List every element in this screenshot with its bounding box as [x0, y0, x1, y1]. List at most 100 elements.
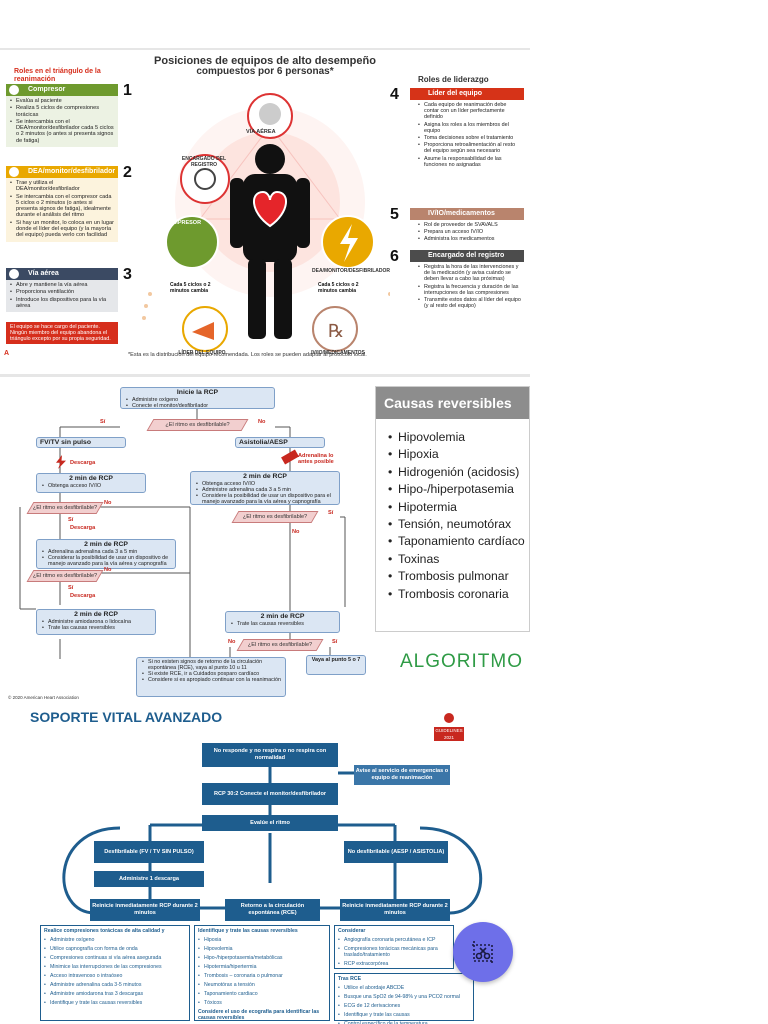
- sva-item: Tóxicos: [198, 1000, 326, 1007]
- causes-box: Causas reversibles HipovolemiaHipoxiaHid…: [375, 386, 530, 632]
- causes-title: Causas reversibles: [376, 387, 529, 419]
- final-item: Si no existen signos de retorno de la ci…: [142, 659, 282, 671]
- sva-list-4: Tras RCE Utilice el abordaje ABCDEBusque…: [334, 973, 474, 1024]
- q4-text: ¿El ritmo es desfibrilable?: [32, 573, 98, 579]
- panel1-title: Posiciones de equipos de alto desempeño: [154, 55, 376, 67]
- copyright: © 2020 American Heart Association: [8, 695, 79, 700]
- leader-item: Asume la responsabilidad de las funcione…: [418, 156, 522, 168]
- cause-item: Taponamiento cardíaco: [388, 533, 529, 551]
- role-item: Realiza 5 ciclos de compresiones torácic…: [10, 105, 115, 118]
- role-card-2: DEA/monitor/desfibriladorTrae y utiliza …: [6, 166, 118, 242]
- erc-guidelines-badge: GUIDELINES 2021: [434, 727, 464, 741]
- cause-item: Hipoxia: [388, 446, 529, 464]
- rcp-right-1: 2 min de RCP Obtenga acceso IV/IOAdminis…: [190, 471, 340, 505]
- sva-box-evalue: Evalúe el ritmo: [202, 815, 338, 831]
- sva-list-4-items: Utilice el abordaje ABCDEBusque una SpO2…: [338, 985, 470, 1024]
- erc-logo: GUIDELINES 2021: [434, 713, 464, 741]
- q1-no: No: [258, 419, 266, 425]
- lider-label: LÍDER DEL EQUIPO: [178, 350, 226, 356]
- sva-item: Hipo-/hiperpotasemia/metabólicas: [198, 955, 326, 962]
- role-number: 3: [123, 266, 132, 283]
- iv-circle: [312, 306, 358, 352]
- rcp-item: Administre amiodarona o lidocaína: [42, 619, 152, 625]
- rcp-right-2-title: 2 min de RCP: [260, 613, 305, 620]
- sva-box-desfibrilable: Desfibrilable (FV / TV SIN PULSO): [94, 841, 204, 863]
- leader-items: Registra la hora de las intervenciones y…: [410, 262, 524, 312]
- team-roles-panel: Posiciones de equipos de alto desempeño …: [0, 48, 530, 370]
- role-item: Evalúa al paciente: [10, 98, 115, 105]
- cause-item: Hipo-/hiperpotasemia: [388, 481, 529, 499]
- sva-item: Acceso intravenoso o intraóseo: [44, 973, 186, 980]
- rcp-left-3-title: 2 min de RCP: [74, 611, 118, 618]
- start-item: Administre oxígeno: [126, 397, 271, 403]
- role-head: Vía aérea: [6, 268, 118, 280]
- asist-box: Asistolia/AESP: [235, 437, 325, 448]
- leader-number: 5: [390, 206, 399, 223]
- fv-box: FV/TV sin pulso: [36, 437, 126, 448]
- megaphone-icon: [192, 322, 214, 340]
- leader-card-4: Líder del equipoCada equipo de reanimaci…: [410, 88, 524, 171]
- sva-item: Administre oxígeno: [44, 937, 186, 944]
- start-title: Inicie la RCP: [176, 389, 219, 396]
- q3-si: Sí: [328, 510, 334, 516]
- rcp-right-2-list: Trate las causas reversibles: [229, 621, 336, 627]
- screenshot-crop-button[interactable]: [453, 922, 513, 982]
- final-item: Si existe RCE, ir a Cuidados posparo car…: [142, 671, 282, 677]
- sva-item: Compresiones torácicas mecánicas para tr…: [338, 946, 450, 959]
- role-number: 1: [123, 82, 132, 99]
- compresor-circle: [165, 215, 219, 269]
- sva-item: Control específico de la temperatura: [338, 1021, 470, 1024]
- triangle-roles-label: Roles en el triángulo de la reanimación: [14, 68, 101, 83]
- q2-si: Sí: [68, 517, 74, 523]
- rcp-item: Trate las causas reversibles: [231, 621, 336, 627]
- lightning-icon: [340, 224, 358, 262]
- sva-list-1-title: Realice compresiones torácicas de alta c…: [44, 928, 165, 934]
- cause-item: Trombosis coronaria: [388, 586, 529, 604]
- cycle-left-note: Cada 5 ciclos o 2 minutos cambia: [170, 282, 211, 294]
- q4-si: Sí: [68, 585, 74, 591]
- q3-text: ¿El ritmo es desfibrilable?: [242, 514, 308, 520]
- rcp-left-2-title: 2 min de RCP: [84, 541, 128, 548]
- sva-list-4-title: Tras RCE: [338, 976, 362, 982]
- rcp-left-1-list: Obtenga acceso IV/IO: [40, 483, 142, 489]
- sva-item: Utilice capnografía con forma de onda: [44, 946, 186, 953]
- scissors-crop-icon: [472, 941, 494, 963]
- rx-icon: ℞: [328, 321, 344, 341]
- sva-list-3-items: Angiografía coronaria percutánea e ICPCo…: [338, 937, 450, 968]
- sva-title: SOPORTE VITAL AVANZADO: [30, 709, 223, 725]
- rcp-item: Obtenga acceso IV/IO: [42, 483, 142, 489]
- cause-item: Toxinas: [388, 551, 529, 569]
- leader-number: 6: [390, 248, 399, 265]
- sva-item: Hipotermia/hipertermia: [198, 964, 326, 971]
- rcp-item: Considere la posibilidad de usar un disp…: [196, 493, 336, 505]
- sva-list-2-items: HipoxiaHipovolemiaHipo-/hiperpotasemia/m…: [198, 937, 326, 1007]
- q5-diamond: ¿El ritmo es desfibrilable?: [236, 639, 324, 651]
- rcp-left-3-list: Administre amiodarona o lidocaínaTrate l…: [40, 619, 152, 631]
- descarga-2: Descarga: [70, 525, 96, 531]
- dea-label: DEA/MONITOR/DESFIBRILADOR: [312, 268, 390, 274]
- role-circle-icon: [9, 269, 19, 279]
- role-circle-icon: [9, 167, 19, 177]
- sva-box-descarga: Administre 1 descarga: [94, 871, 204, 887]
- compresor-label: COMPRESOR: [165, 220, 202, 226]
- role-item: Trae y utiliza el DEA/monitor/desfibrila…: [10, 180, 115, 193]
- goto-box: Vaya al punto 5 o 7: [306, 655, 366, 675]
- rcp-item: Trate las causas reversibles: [42, 625, 152, 631]
- cause-item: Tensión, neumotórax: [388, 516, 529, 534]
- sva-item: ECG de 12 derivaciones: [338, 1003, 470, 1010]
- sva-item: Utilice el abordaje ABCDE: [338, 985, 470, 992]
- role-head: DEA/monitor/desfibrilador: [6, 166, 118, 178]
- role-card-1: CompresorEvalúa al pacienteRealiza 5 cic…: [6, 84, 118, 148]
- leader-item: Administra los medicamentos: [418, 236, 522, 242]
- sva-panel: SOPORTE VITAL AVANZADO GUIDELINES 2021: [0, 703, 768, 1024]
- role-head-label: Compresor: [28, 86, 66, 93]
- warning-box: El equipo se hace cargo del paciente. Ni…: [6, 322, 118, 344]
- erc-logo-icon: [444, 713, 454, 723]
- q2-no: No: [104, 500, 112, 506]
- sva-item: RCP extracorpórea: [338, 961, 450, 968]
- q3-no: No: [292, 529, 300, 535]
- sva-item: Administre adrenalina cada 3-5 minutos: [44, 982, 186, 989]
- role-item: Abre y mantiene la vía aérea: [10, 282, 115, 289]
- sva-list-1: Realice compresiones torácicas de alta c…: [40, 925, 190, 1021]
